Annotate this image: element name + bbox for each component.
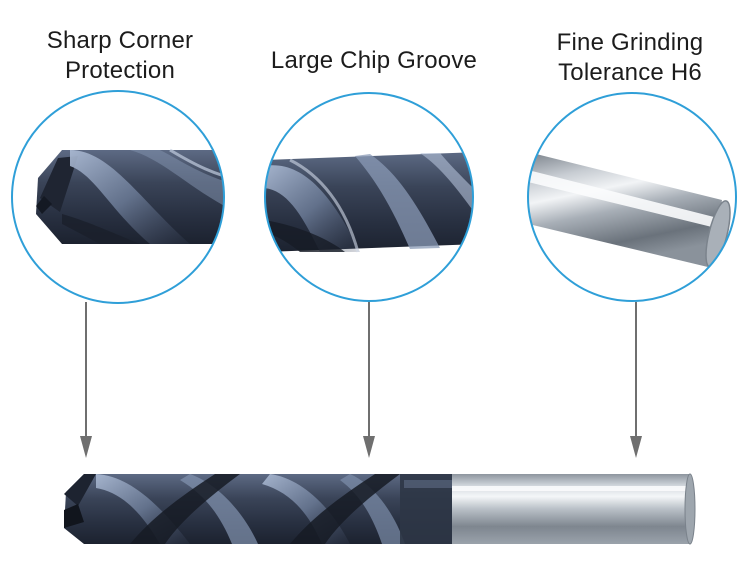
- drill-bit: [64, 473, 696, 545]
- drill-shank: [452, 474, 690, 544]
- magnifier-circle: [11, 90, 225, 304]
- feature-label-line: Tolerance H6: [558, 59, 702, 86]
- zoom-circle-tip: [11, 90, 225, 304]
- magnifier-circle: [527, 92, 737, 302]
- magnifier-circle: [264, 92, 474, 302]
- feature-label-line: Sharp Corner: [46, 27, 194, 54]
- arrow-down-icon: [630, 302, 642, 458]
- feature-label-line: Large Chip Groove: [270, 47, 478, 74]
- feature-label-line: Protection: [64, 57, 176, 84]
- zoom-circle-shank: [527, 92, 737, 302]
- feature-label-sharp-corner: Sharp Corner Protection: [10, 26, 230, 86]
- zoom-circle-groove: [264, 92, 474, 302]
- feature-label-line: Fine Grinding: [556, 29, 704, 56]
- feature-label-grinding-tolerance: Fine Grinding Tolerance H6: [520, 28, 740, 88]
- arrow-down-icon: [363, 302, 375, 458]
- arrow-down-icon: [80, 302, 92, 458]
- feature-label-chip-groove: Large Chip Groove: [254, 46, 494, 76]
